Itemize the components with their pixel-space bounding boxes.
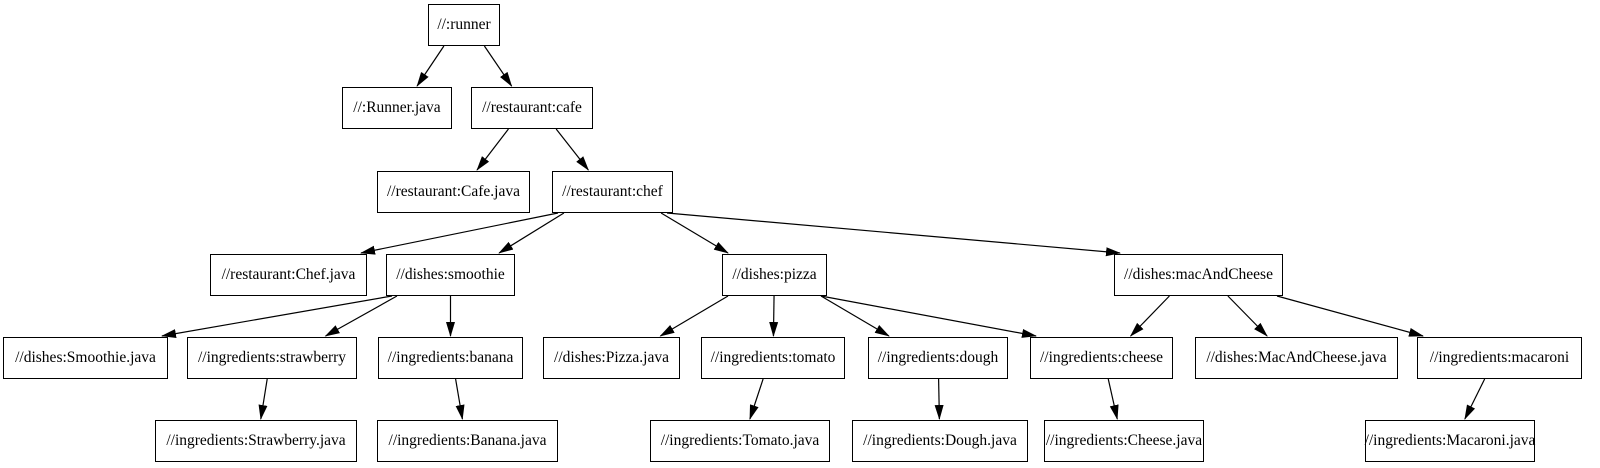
graph-node-label: //dishes:pizza [732,266,817,284]
graph-edge-chef-to-pizza [660,212,729,254]
graph-edge-banana-to-banana_java [455,378,465,420]
graph-node-macaroni: //ingredients:macaroni [1417,337,1582,379]
graph-node-label: //restaurant:Chef.java [221,266,356,284]
graph-edge-mac_and_cheese-to-cheese [1129,295,1170,337]
graph-node-label: //restaurant:Cafe.java [387,183,520,201]
graph-node-label: //dishes:MacAndCheese.java [1206,349,1387,367]
graph-edge-dough-to-dough_java [934,378,944,420]
graph-edge-cafe-to-cafe_java [476,128,509,171]
graph-edge-cheese-to-cheese_java [1107,378,1119,420]
graph-node-label: //:Runner.java [353,99,441,117]
graph-node-label: //ingredients:Macaroni.java [1364,432,1536,450]
graph-edge-smoothie-to-smoothie_java [161,295,393,339]
graph-node-dough: //ingredients:dough [868,337,1008,379]
graph-node-label: //restaurant:chef [562,183,663,201]
graph-node-strawberry-java: //ingredients:Strawberry.java [155,420,357,462]
graph-edge-chef-to-mac_and_cheese [666,212,1121,257]
graph-node-strawberry: //ingredients:strawberry [187,337,357,379]
graph-node-dough-java: //ingredients:Dough.java [852,420,1028,462]
graph-node-tomato-java: //ingredients:Tomato.java [650,420,830,462]
graph-node-label: //dishes:smoothie [396,266,505,284]
graph-edge-tomato-to-tomato_java [749,378,764,420]
graph-node-pizza-java: //dishes:Pizza.java [543,337,680,379]
graph-node-label: //ingredients:Strawberry.java [166,432,346,450]
graph-node-mac-and-cheese-java: //dishes:MacAndCheese.java [1195,337,1398,379]
graph-node-macaroni-java: //ingredients:Macaroni.java [1365,420,1535,462]
graph-node-mac-and-cheese: //dishes:macAndCheese [1114,254,1283,296]
graph-node-chef: //restaurant:chef [552,171,673,213]
graph-edge-mac_and_cheese-to-mac_and_cheese_java [1227,295,1268,337]
graph-node-label: //ingredients:banana [387,349,514,367]
graph-node-label: //ingredients:Cheese.java [1045,432,1203,450]
graph-node-cafe: //restaurant:cafe [471,87,593,129]
graph-node-label: //ingredients:Dough.java [863,432,1017,450]
graph-edge-pizza-to-dough [820,295,890,337]
graph-node-pizza: //dishes:pizza [722,254,827,296]
graph-node-banana-java: //ingredients:Banana.java [377,420,558,462]
graph-edge-pizza-to-cheese [820,295,1037,338]
graph-node-smoothie: //dishes:smoothie [386,254,515,296]
graph-node-banana: //ingredients:banana [378,337,523,379]
graph-node-runner: //:runner [428,4,500,46]
graph-node-cheese-java: //ingredients:Cheese.java [1044,420,1204,462]
graph-node-smoothie-java: //dishes:Smoothie.java [3,337,168,379]
graph-node-cafe-java: //restaurant:Cafe.java [377,171,530,213]
graph-node-label: //ingredients:Tomato.java [660,432,820,450]
graph-edge-runner-to-runner_java [416,45,445,87]
graph-edge-cafe-to-chef [555,128,589,171]
graph-edge-chef-to-smoothie [498,212,565,254]
graph-node-tomato: //ingredients:tomato [701,337,845,379]
graph-edge-smoothie-to-strawberry [324,295,398,337]
graph-node-label: //restaurant:cafe [482,99,582,117]
graph-edge-mac_and_cheese-to-macaroni [1276,295,1424,337]
graph-node-chef-java: //restaurant:Chef.java [210,254,367,296]
graph-node-cheese: //ingredients:cheese [1030,337,1173,379]
graph-node-label: //dishes:Smoothie.java [15,349,156,367]
graph-node-label: //ingredients:tomato [710,349,836,367]
graph-edge-macaroni-to-macaroni_java [1464,378,1486,420]
graph-edge-pizza-to-pizza_java [659,295,729,337]
graph-node-label: //ingredients:strawberry [197,349,347,367]
graph-node-label: //dishes:macAndCheese [1124,266,1273,284]
graph-node-label: //dishes:Pizza.java [554,349,669,367]
graph-edge-chef-to-chef_java [360,212,559,255]
graph-node-label: //ingredients:Banana.java [388,432,547,450]
graph-edge-strawberry-to-strawberry_java [258,378,268,420]
graph-node-label: //ingredients:cheese [1039,349,1164,367]
graph-edge-runner-to-cafe [483,45,513,87]
graph-edge-pizza-to-tomato [769,295,779,337]
graph-node-label: //ingredients:macaroni [1429,349,1570,367]
graph-node-label: //:runner [437,16,491,34]
graph-node-label: //ingredients:dough [877,349,999,367]
graph-node-runner-java: //:Runner.java [342,87,452,129]
